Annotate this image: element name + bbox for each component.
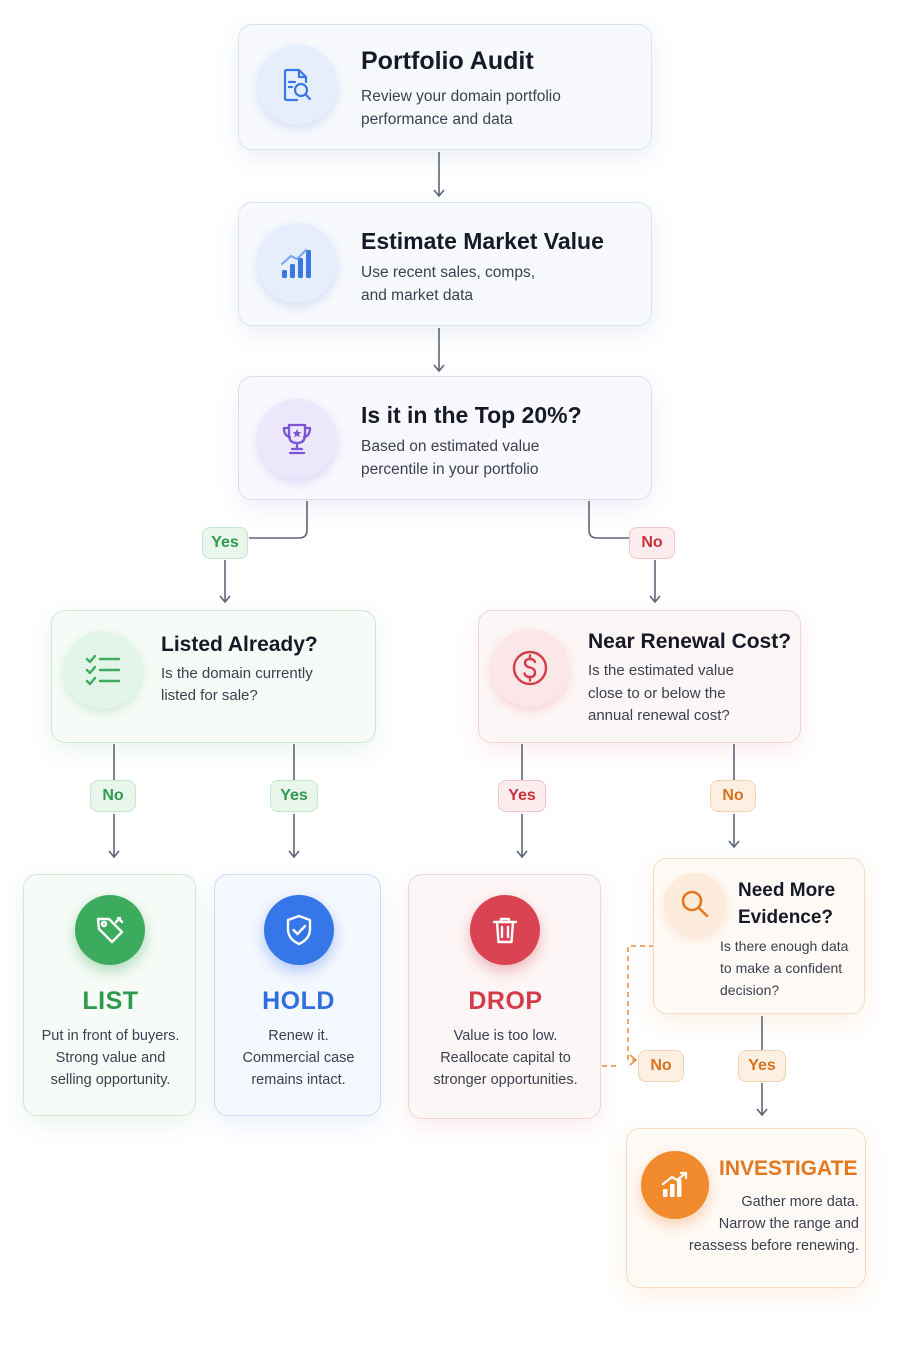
- outcome-label: DROP: [468, 987, 543, 1015]
- trophy-icon: [257, 399, 337, 479]
- outcome-list: LIST Put in front of buyers. Strong valu…: [23, 874, 196, 1116]
- edge-top20-yes-a: [249, 501, 308, 539]
- outcome-desc: Value is too low. Reallocate capital to …: [433, 1028, 578, 1088]
- trash-icon: [470, 895, 540, 965]
- badge-evidence-no: No: [638, 1050, 684, 1082]
- node-estimate-market-value: Estimate Market Value Use recent sales, …: [238, 202, 652, 326]
- tag-icon: [75, 895, 145, 965]
- badge-evidence-yes: Yes: [738, 1050, 786, 1082]
- shield-check-icon: [264, 895, 334, 965]
- outcome-hold: HOLD Renew it. Commercial case remains i…: [214, 874, 381, 1116]
- node-title: Portfolio Audit: [361, 47, 534, 75]
- outcome-desc: Renew it. Commercial case remains intact…: [242, 1028, 355, 1088]
- badge-renewal-no: No: [710, 780, 756, 812]
- node-listed-already: Listed Already? Is the domain currently …: [51, 610, 376, 743]
- node-desc: Based on estimated value percentile in y…: [361, 438, 540, 478]
- edge-top20-no-a: [588, 501, 629, 539]
- badge-renewal-yes: Yes: [498, 780, 546, 812]
- node-top-20-percent: Is it in the Top 20%? Based on estimated…: [238, 376, 652, 500]
- dollar-icon: [491, 629, 569, 707]
- outcome-label: INVESTIGATE: [719, 1157, 858, 1180]
- node-need-more-evidence: Need More Evidence? Is there enough data…: [653, 858, 865, 1014]
- badge-top20-yes: Yes: [202, 527, 248, 559]
- badge-listed-no: No: [90, 780, 136, 812]
- growth-chart-icon: [641, 1151, 709, 1219]
- node-title: Listed Already?: [161, 633, 318, 656]
- node-title: Need More Evidence?: [738, 880, 836, 928]
- badge-top20-no: No: [629, 527, 675, 559]
- badge-listed-yes: Yes: [270, 780, 318, 812]
- outcome-drop: DROP Value is too low. Reallocate capita…: [408, 874, 601, 1119]
- outcome-desc: Gather more data. Narrow the range and r…: [688, 1194, 859, 1254]
- node-desc: Is there enough data to make a confident…: [720, 938, 849, 998]
- node-title: Estimate Market Value: [361, 228, 604, 254]
- outcome-label: HOLD: [262, 987, 335, 1015]
- outcome-desc: Put in front of buyers. Strong value and…: [41, 1028, 180, 1088]
- node-title: Near Renewal Cost?: [588, 630, 792, 653]
- outcome-investigate: INVESTIGATE Gather more data. Narrow the…: [626, 1128, 866, 1288]
- checklist-icon: [64, 631, 142, 709]
- bar-chart-icon: [257, 223, 337, 303]
- node-portfolio-audit: Portfolio Audit Review your domain portf…: [238, 24, 652, 150]
- node-title: Is it in the Top 20%?: [361, 402, 582, 428]
- node-desc: Use recent sales, comps, and market data: [361, 264, 536, 304]
- node-near-renewal-cost: Near Renewal Cost? Is the estimated valu…: [478, 610, 801, 743]
- document-search-icon: [257, 45, 337, 125]
- node-desc: Review your domain portfolio performance…: [361, 88, 561, 128]
- magnifier-icon: [664, 873, 726, 935]
- node-desc: Is the domain currently listed for sale?: [161, 665, 313, 704]
- node-desc: Is the estimated value close to or below…: [588, 662, 734, 724]
- edge-evidence-no-a: [627, 945, 654, 1066]
- outcome-label: LIST: [82, 987, 139, 1015]
